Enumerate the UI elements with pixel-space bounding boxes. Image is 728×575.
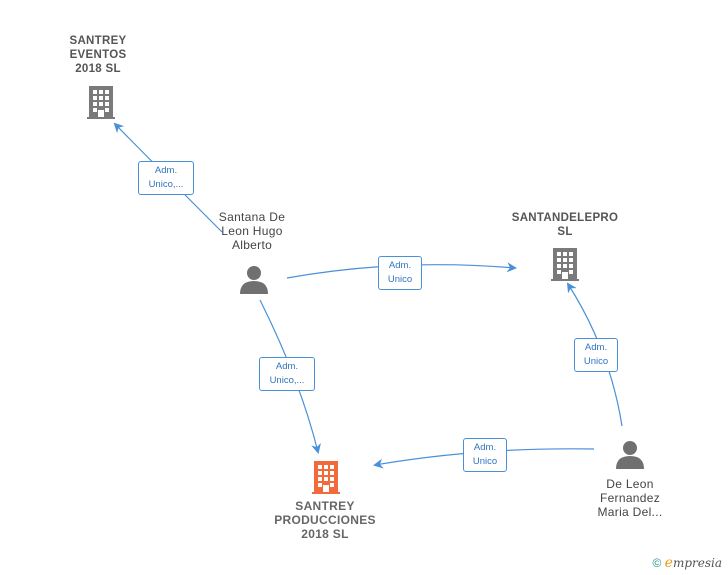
company-label-santandelepro[interactable]: SANTANDELEPRO SL — [511, 212, 619, 238]
edge-label-deleon-santandelepro[interactable]: Adm. Unico — [574, 338, 618, 372]
edge-label-santana-producciones[interactable]: Adm. Unico,... — [259, 357, 315, 391]
copyright-icon: © — [652, 556, 662, 570]
building-icon[interactable] — [310, 459, 342, 495]
footer-brand: © empresia — [652, 555, 722, 571]
person-icon[interactable] — [238, 263, 270, 295]
building-icon[interactable] — [85, 84, 117, 120]
person-label-santana[interactable]: Santana De Leon Hugo Alberto — [218, 210, 286, 252]
edge-label-deleon-producciones[interactable]: Adm. Unico — [463, 438, 507, 472]
building-icon[interactable] — [549, 246, 581, 282]
person-label-de-leon[interactable]: De Leon Fernandez Maria Del... — [597, 477, 663, 519]
edge-label-santana-eventos[interactable]: Adm. Unico,... — [138, 161, 194, 195]
edge-label-santana-santandelepro[interactable]: Adm. Unico — [378, 256, 422, 290]
company-label-santrey-eventos[interactable]: SANTREY EVENTOS 2018 SL — [69, 35, 127, 75]
brand-logo: empresia — [664, 555, 722, 571]
company-label-santrey-producciones[interactable]: SANTREY PRODUCCIONES 2018 SL — [274, 499, 376, 541]
person-icon[interactable] — [614, 438, 646, 470]
